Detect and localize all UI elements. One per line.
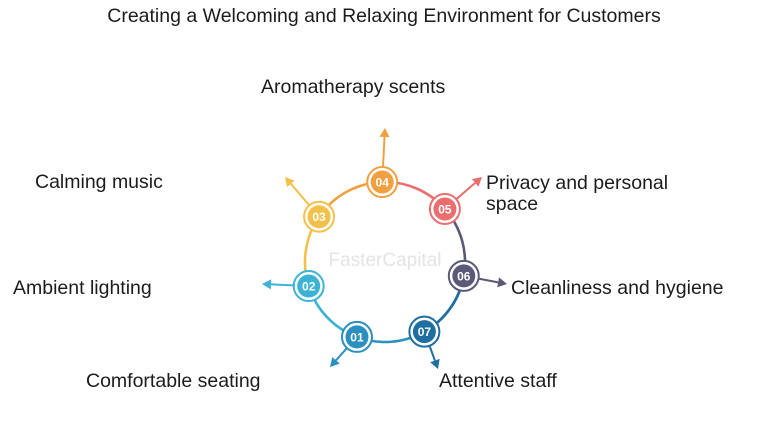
arrowhead-02 <box>262 279 272 290</box>
label-comfortable-seating: Comfortable seating <box>86 370 261 392</box>
node-badge <box>370 170 394 194</box>
node-number: 05 <box>438 202 452 216</box>
node-badge <box>297 274 321 298</box>
node-badge <box>307 205 331 229</box>
node-number: 01 <box>350 330 364 344</box>
node-badge <box>433 197 457 221</box>
label-calming-music: Calming music <box>35 171 163 193</box>
connector-arrow-04 <box>381 136 386 168</box>
arrowhead-04 <box>379 128 390 138</box>
arrowhead-07 <box>430 358 440 369</box>
arrowhead-05 <box>471 177 482 187</box>
arrowhead-06 <box>497 277 507 288</box>
node-04-aromatherapy-scents: 04 <box>366 166 399 199</box>
node-badge <box>452 264 476 288</box>
label-privacy-personal-space: Privacy and personal space <box>486 172 669 215</box>
node-number: 06 <box>457 269 471 283</box>
node-number: 07 <box>418 325 432 339</box>
node-07-attentive-staff: 07 <box>408 315 441 348</box>
connector-arrow-03 <box>290 183 311 206</box>
arrowhead-01 <box>330 356 340 367</box>
node-number: 03 <box>312 210 326 224</box>
connector-arrow-02 <box>270 283 294 287</box>
connector-arrow-06 <box>478 277 499 284</box>
label-cleanliness-hygiene: Cleanliness and hygiene <box>511 277 724 299</box>
node-05-privacy-and-personal-space: 05 <box>428 192 461 225</box>
connector-arrow-01 <box>335 347 348 361</box>
page-title: Creating a Welcoming and Relaxing Enviro… <box>107 5 661 27</box>
label-attentive-staff: Attentive staff <box>439 370 557 392</box>
node-01-comfortable-seating: 01 <box>340 320 373 353</box>
connector-arrow-07 <box>428 345 436 361</box>
arrowhead-03 <box>285 177 295 188</box>
node-03-calming-music: 03 <box>303 200 336 233</box>
label-aromatherapy-scents: Aromatherapy scents <box>261 76 446 98</box>
watermark: FasterCapital <box>329 250 442 271</box>
node-badge <box>345 325 369 349</box>
node-02-ambient-lighting: 02 <box>292 270 325 303</box>
node-number: 02 <box>302 280 316 294</box>
label-ambient-lighting: Ambient lighting <box>13 277 152 299</box>
node-number: 04 <box>376 176 390 190</box>
connector-arrow-05 <box>455 182 476 200</box>
node-badge <box>412 320 436 344</box>
node-06-cleanliness-and-hygiene: 06 <box>447 259 480 292</box>
